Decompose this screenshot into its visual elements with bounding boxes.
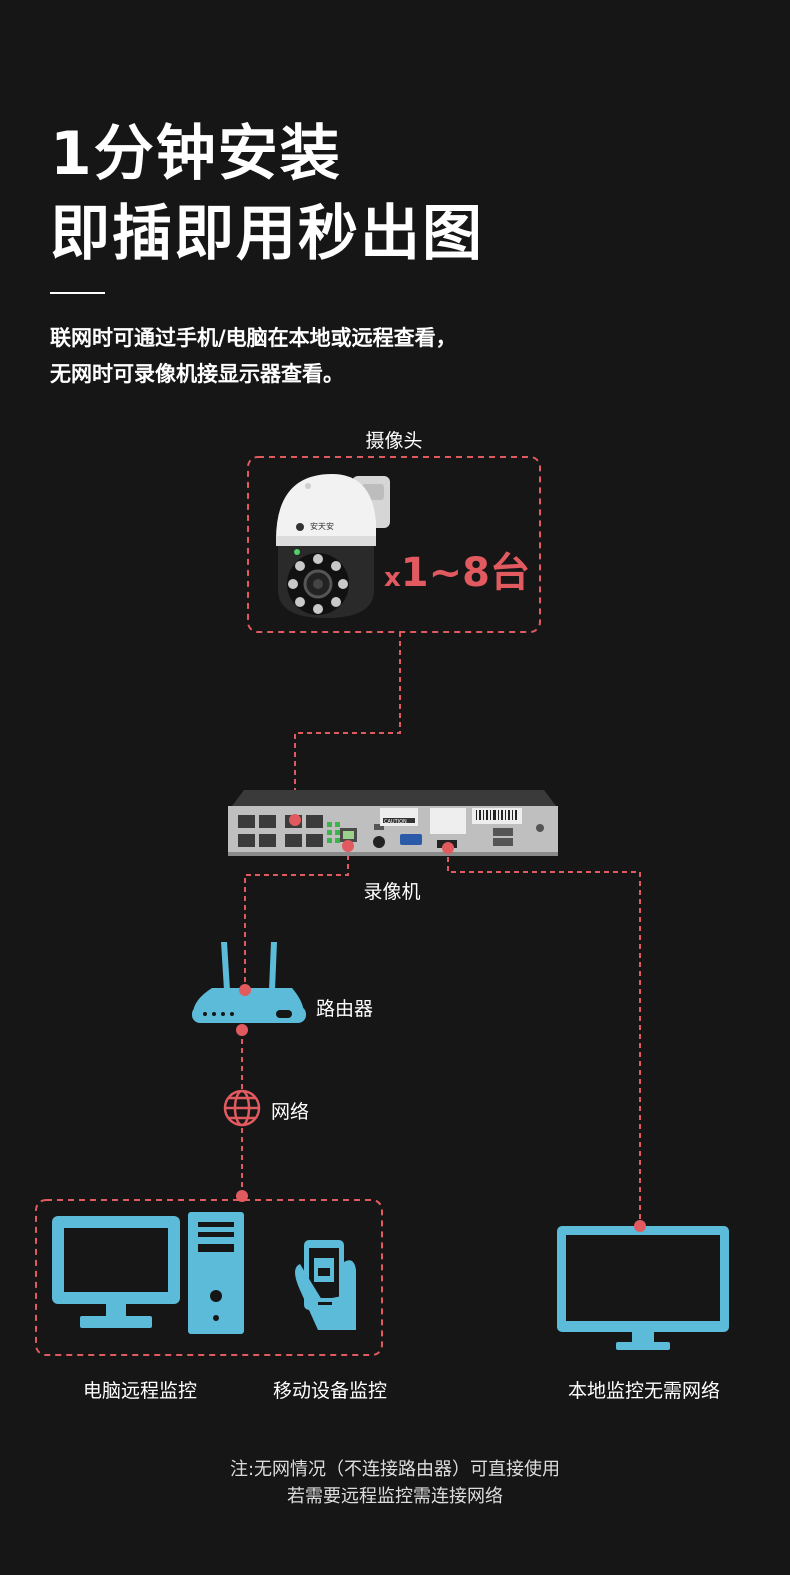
network-label: 网络 [271, 1101, 310, 1123]
nvr-network-port-dot [342, 840, 354, 852]
nvr-lan-port-dot [289, 814, 301, 826]
nvr-hdmi-port-dot [442, 842, 454, 854]
camera-frame [247, 456, 541, 633]
note-line1: 注:无网情况（不连接路由器）可直接使用 [229, 1459, 561, 1480]
monitor-input-dot [634, 1220, 646, 1232]
nvr-to-monitor-line [447, 848, 641, 1226]
camera-quantity-prefix: x [384, 563, 401, 593]
camera-quantity-value: 1~8台 [400, 550, 530, 596]
router-output-dot [236, 1024, 248, 1036]
local-monitor-icon [557, 1226, 729, 1350]
mobile-phone-icon [295, 1240, 356, 1330]
nvr-icon [228, 790, 558, 856]
camera-to-nvr-line [294, 632, 401, 820]
mobile-remote-label: 移动设备监控 [272, 1380, 388, 1402]
router-label: 路由器 [316, 998, 374, 1020]
pc-remote-label: 电脑远程监控 [82, 1380, 198, 1402]
remote-frame [35, 1199, 383, 1356]
headline-line1: 1分钟安装 [50, 119, 342, 189]
title-divider [50, 292, 105, 294]
camera-icon [276, 474, 390, 618]
nvr-to-router-line [244, 846, 349, 990]
headline-line2: 即插即用秒出图 [50, 199, 484, 269]
pc-input-dot [236, 1190, 248, 1202]
camera-brand: 安天安 [310, 521, 334, 531]
camera-quantity: x1~8台 [384, 540, 530, 598]
router-input-dot [239, 984, 251, 996]
description-line1: 联网时可通过手机/电脑在本地或远程查看， [50, 326, 457, 350]
globe-icon [223, 1089, 261, 1127]
pc-icon [52, 1212, 244, 1334]
nvr-label: 录像机 [363, 881, 421, 903]
nvr-caution-label: CAUTION [384, 819, 407, 825]
camera-label: 摄像头 [365, 430, 423, 452]
note-line2: 若需要远程监控需连接网络 [287, 1486, 503, 1507]
description-line2: 无网时可录像机接显示器查看。 [50, 362, 344, 386]
router-icon [192, 942, 306, 1023]
local-monitor-label: 本地监控无需网络 [567, 1380, 721, 1402]
